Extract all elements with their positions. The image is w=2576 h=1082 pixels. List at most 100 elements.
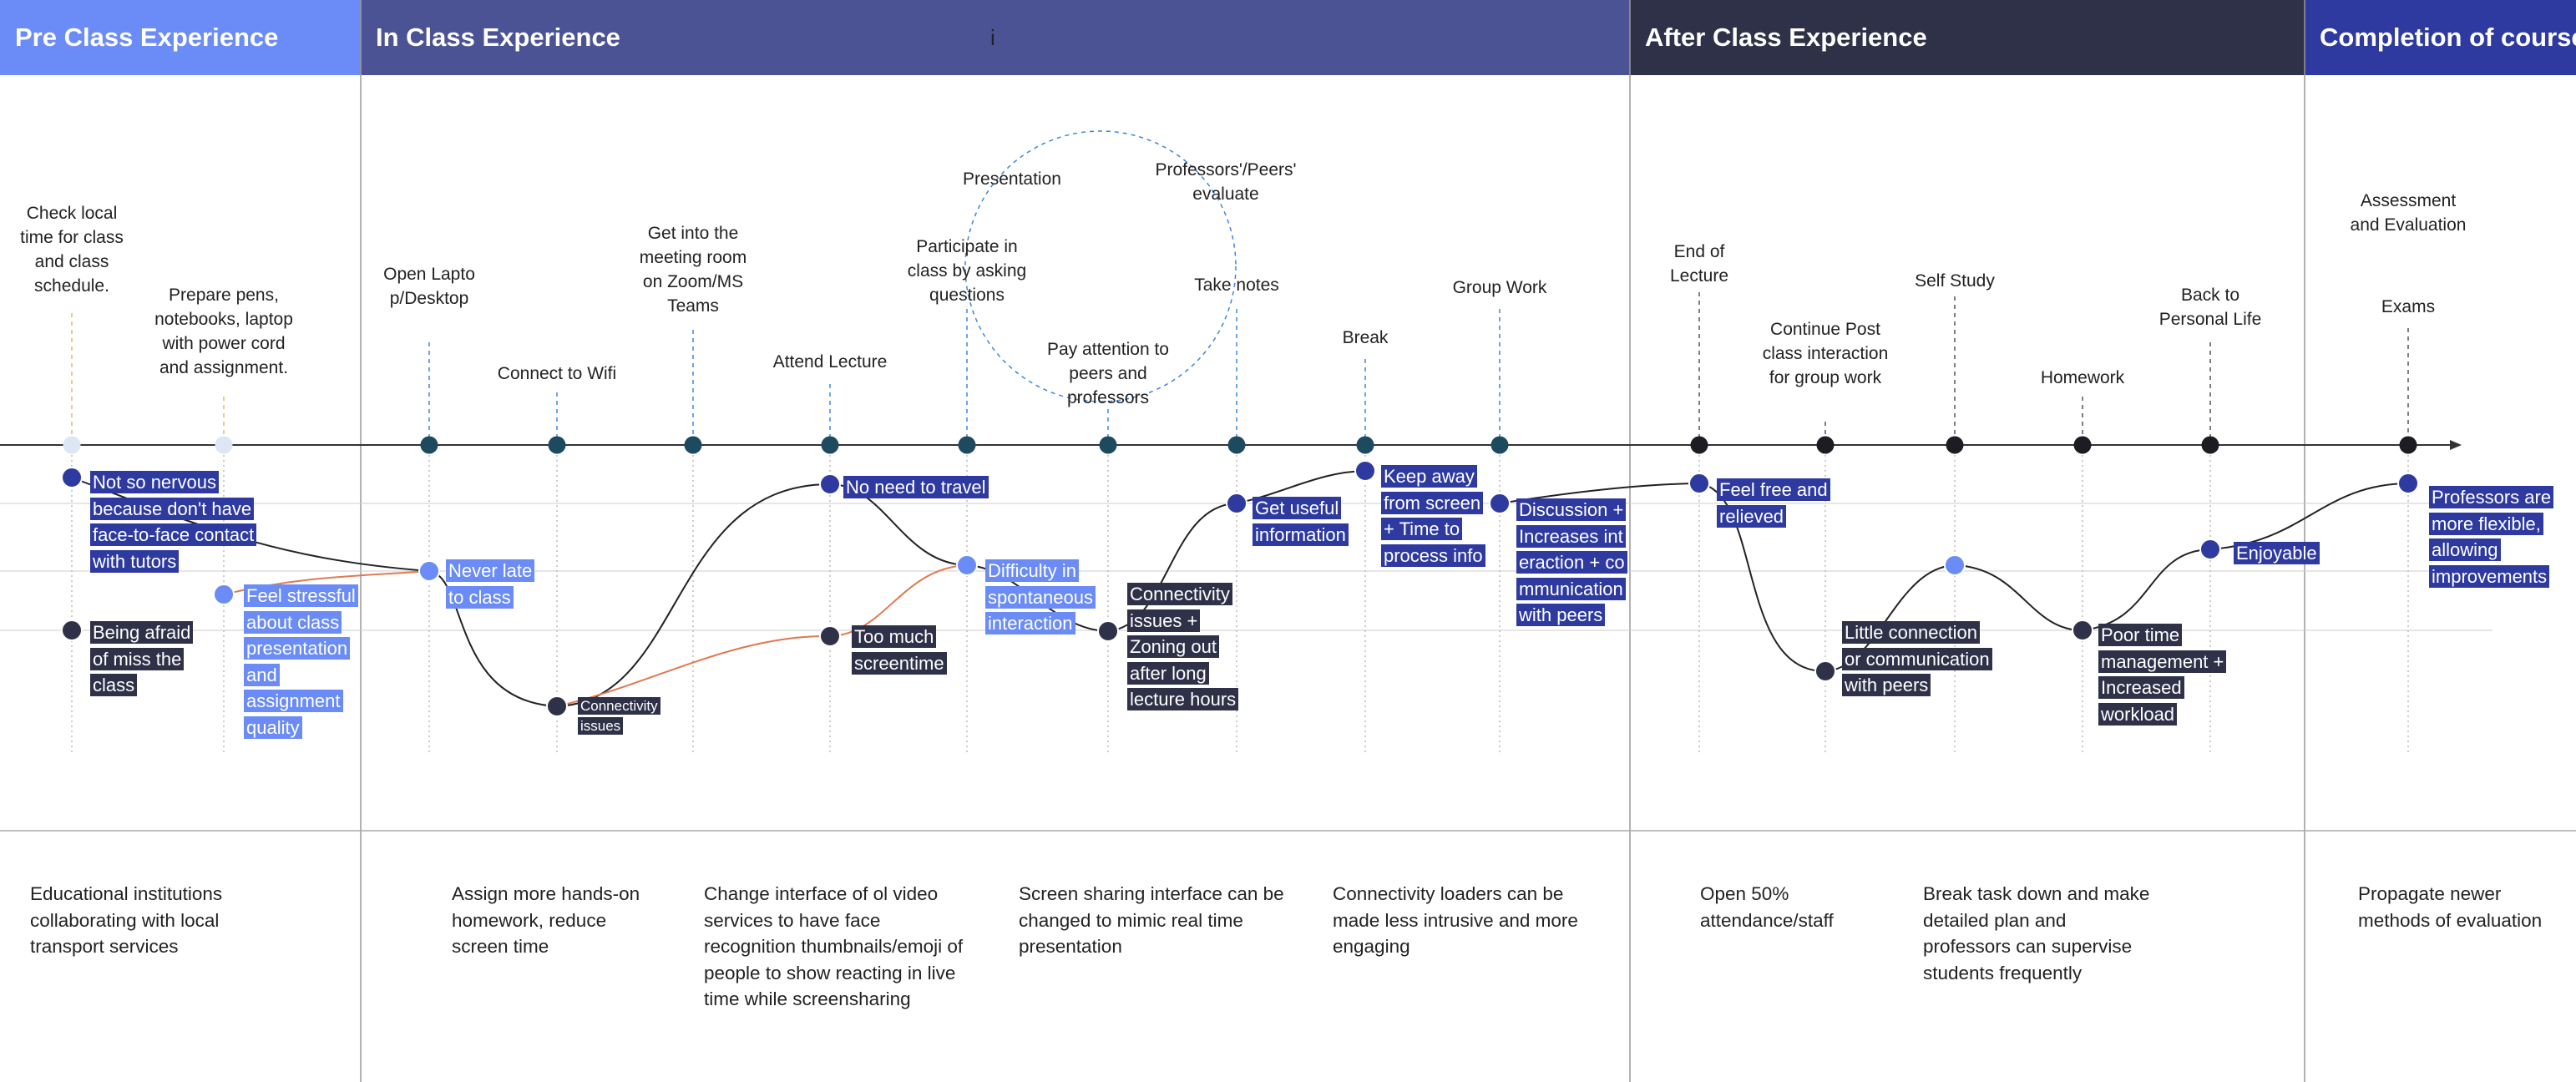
touchpoint-marker <box>420 436 438 454</box>
emotion-point <box>1226 493 1248 514</box>
touchpoint-marker <box>1227 436 1246 454</box>
emotion-zoning-out: Connectivity issues + Zoning out after l… <box>1127 581 1253 713</box>
emotion-text: Get useful information <box>1253 497 1349 546</box>
step-label-participate: Participate in class by asking questions <box>907 237 1027 305</box>
step-label-check-time: Check local time for class and class sch… <box>20 204 124 296</box>
touchpoint-marker <box>821 436 839 454</box>
step-label-connect-wifi: Connect to Wifi <box>497 364 617 383</box>
step-label-post-class: Continue Post class interaction for grou… <box>1762 320 1889 387</box>
emotion-connectivity-issues: Connectivity issues <box>578 696 670 736</box>
emotion-point <box>2397 473 2419 494</box>
touchpoint-marker <box>215 436 233 454</box>
emotion-point <box>2072 619 2093 641</box>
emotion-point <box>1814 660 1836 682</box>
step-label-open-laptop: Open Laptop/Desktop <box>383 265 475 308</box>
opportunity-screen-sharing: Screen sharing interface can be changed … <box>1019 883 1284 957</box>
phase-title: In Class Experience <box>376 23 620 52</box>
step-label-meeting-room: Get into the meeting room on Zoom/MS Tea… <box>639 224 747 316</box>
emotion-point <box>418 560 440 582</box>
phase-header-completion: Completion of course <box>2305 0 2576 75</box>
emotion-poor-time-management: Poor time management + Increased workloa… <box>2098 622 2249 727</box>
opportunity-hands-on: Assign more hands-on homework, reduce sc… <box>452 883 640 957</box>
emotion-afraid-miss: Being afraid of miss the class <box>90 619 203 699</box>
touchpoint-marker <box>1816 436 1835 454</box>
emotion-point <box>956 554 978 576</box>
emotion-text: Being afraid of miss the class <box>90 621 194 696</box>
touchpoint-marker <box>2073 436 2092 454</box>
emotion-point <box>1944 554 1966 576</box>
emotion-text: Feel stressful about class presentation … <box>244 584 358 739</box>
emotion-point <box>213 584 235 605</box>
emotion-point <box>2199 538 2221 560</box>
emotion-point <box>61 467 83 488</box>
touchpoint-marker <box>684 436 702 454</box>
touchpoint-marker <box>2201 436 2219 454</box>
step-label-assessment: Assessment and Evaluation <box>2350 191 2467 235</box>
emotion-little-connection: Little connection or communication with … <box>1842 619 1997 699</box>
step-label-take-notes: Take notes <box>1194 276 1279 295</box>
emotion-curve <box>428 570 558 707</box>
step-label-personal-life: Back to Personal Life <box>2158 286 2262 329</box>
phase-header-after-class: After Class Experience <box>1630 0 2305 75</box>
emotion-point <box>819 473 841 495</box>
step-label-presentation: Presentation <box>963 169 1061 189</box>
emotion-text: Connectivity issues + Zoning out after l… <box>1127 583 1239 710</box>
touchpoint-marker <box>63 436 81 454</box>
step-label-group-work: Group Work <box>1452 278 1547 297</box>
emotion-professors-flexible: Professors are more flexible, allowing i… <box>2429 484 2576 589</box>
emotion-keep-away: Keep away from screen + Time to process … <box>1381 463 1494 569</box>
opportunity-face-recognition: Change interface of ol video services to… <box>704 883 964 1009</box>
opportunity-transport: Educational institutions collaborating w… <box>30 883 223 957</box>
emotion-text: Professors are more flexible, allowing i… <box>2429 486 2554 588</box>
step-label-self-study: Self Study <box>1915 271 1995 291</box>
emotion-text: Never late to class <box>446 559 535 609</box>
emotion-text: Connectivity issues <box>578 697 660 735</box>
emotion-text: Too much screentime <box>852 625 947 675</box>
touchpoint-marker <box>1356 436 1374 454</box>
emotion-enjoyable: Enjoyable <box>2234 540 2334 567</box>
touchpoint-marker <box>1099 436 1117 454</box>
opportunity-evaluation: Propagate newer methods of evaluation <box>2358 883 2543 931</box>
emotion-difficulty-interaction: Difficulty in spontaneous interaction <box>985 558 1127 637</box>
emotion-curve <box>1954 564 2083 631</box>
emotion-curve <box>556 635 831 707</box>
emotion-point <box>1354 460 1376 482</box>
emotion-text: Little connection or communication with … <box>1842 621 1992 696</box>
opportunity-attendance: Open 50% attendance/staff <box>1700 883 1834 931</box>
phase-title: After Class Experience <box>1645 23 1927 52</box>
emotion-curve <box>2082 549 2211 631</box>
phase-title: Completion of course <box>2320 23 2576 52</box>
emotion-useful-info: Get useful information <box>1253 495 1365 548</box>
touchpoint-marker <box>2399 436 2417 454</box>
phase-title: Pre Class Experience <box>15 23 279 52</box>
emotion-text: Difficulty in spontaneous interaction <box>985 559 1096 635</box>
step-label-break: Break <box>1342 328 1389 347</box>
emotion-screentime: Too much screentime <box>852 624 969 676</box>
emotion-no-travel: No need to travel <box>843 474 1027 501</box>
emotion-text: No need to travel <box>843 476 989 498</box>
stray-mark: i <box>990 25 995 50</box>
emotion-not-nervous: Not so nervous because don't have face-t… <box>90 469 270 574</box>
emotion-text: Enjoyable <box>2234 542 2320 564</box>
touchpoint-marker <box>958 436 976 454</box>
step-label-homework: Homework <box>2040 368 2125 387</box>
timeline-arrowhead <box>2450 440 2462 450</box>
touchpoint-marker <box>1690 436 1708 454</box>
touchpoint-marker <box>1946 436 1964 454</box>
touchpoint-marker <box>548 436 566 454</box>
step-label-evaluate: Professors'/Peers' evaluate <box>1155 160 1297 204</box>
phase-header-pre-class: Pre Class Experience <box>0 0 361 75</box>
emotion-text: Poor time management + Increased workloa… <box>2098 624 2227 726</box>
emotion-curve <box>829 564 968 637</box>
emotion-free-relieved: Feel free and relieved <box>1717 477 1842 529</box>
phase-header-in-class: In Class Experience <box>361 0 1630 75</box>
emotion-text: Discussion + Increases interaction + com… <box>1516 498 1627 626</box>
step-label-prepare: Prepare pens, notebooks, laptop with pow… <box>154 286 293 377</box>
opportunity-connectivity-loaders: Connectivity loaders can be made less in… <box>1333 883 1578 957</box>
emotion-point <box>1688 473 1710 494</box>
emotion-never-late: Never late to class <box>446 558 550 610</box>
emotion-point <box>61 619 83 641</box>
emotion-point <box>819 625 841 647</box>
emotion-discussion: Discussion + Increases interaction + com… <box>1516 497 1627 629</box>
